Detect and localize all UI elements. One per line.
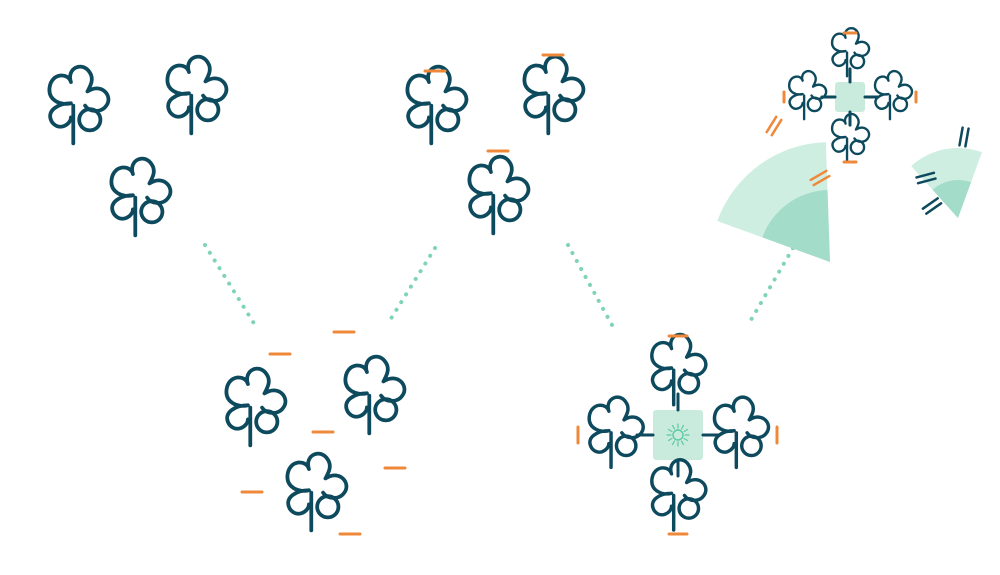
dotted-connector: [746, 246, 795, 327]
hub-square: [835, 82, 865, 112]
sun-core: [672, 429, 684, 441]
tick-line: [916, 177, 937, 185]
clover-icon: [405, 64, 469, 146]
dotted-connector: [385, 246, 437, 327]
double-ticks: [765, 115, 970, 215]
tick-line: [770, 118, 783, 137]
double-tick: [921, 197, 943, 215]
double-tick: [765, 115, 783, 137]
hub-squares: [635, 67, 880, 478]
tick-line: [765, 115, 778, 134]
radar-wedge-small-inner: [932, 180, 971, 218]
tick-line: [809, 169, 828, 182]
clover-icon: [522, 54, 586, 136]
clover-icons: [47, 26, 914, 533]
clover-icon: [285, 451, 349, 533]
sun-ray: [683, 428, 689, 433]
tick-line: [958, 126, 964, 147]
tick-line: [921, 197, 939, 210]
orange-dashes: [240, 31, 918, 536]
hub-clover-left: [787, 69, 828, 121]
hub-clover-left: [587, 395, 645, 470]
dotted-connector: [566, 243, 614, 327]
double-tick: [958, 126, 970, 148]
hub-group: [820, 67, 880, 127]
clover-icon: [467, 154, 531, 236]
tick-line: [964, 127, 970, 148]
connector-lines: [203, 243, 795, 327]
tick-line: [925, 202, 943, 215]
sun-icon: [666, 423, 690, 447]
hub-group: [635, 392, 721, 478]
clover-icon: [47, 64, 111, 146]
hub-clover-right: [873, 69, 914, 121]
clover-icon: [109, 156, 173, 238]
sun-ray: [671, 440, 676, 446]
sun-ray: [680, 440, 685, 446]
sun-ray: [667, 437, 673, 442]
double-tick: [809, 169, 831, 187]
tick-line: [915, 171, 936, 179]
clover-icon: [165, 54, 229, 136]
sun-ray: [680, 424, 685, 430]
radar-wedge-inner: [762, 190, 830, 262]
tick-line: [812, 174, 831, 187]
sun-ray: [683, 437, 689, 442]
sun-ray: [671, 424, 676, 430]
clover-icon: [343, 354, 407, 436]
radar-wedges: [717, 142, 982, 262]
hub-clover-right: [712, 395, 771, 470]
hub-square: [653, 410, 703, 460]
dotted-connector: [203, 243, 257, 327]
clover-icon: [224, 366, 288, 448]
sun-ray: [667, 428, 673, 433]
double-tick: [915, 171, 937, 185]
